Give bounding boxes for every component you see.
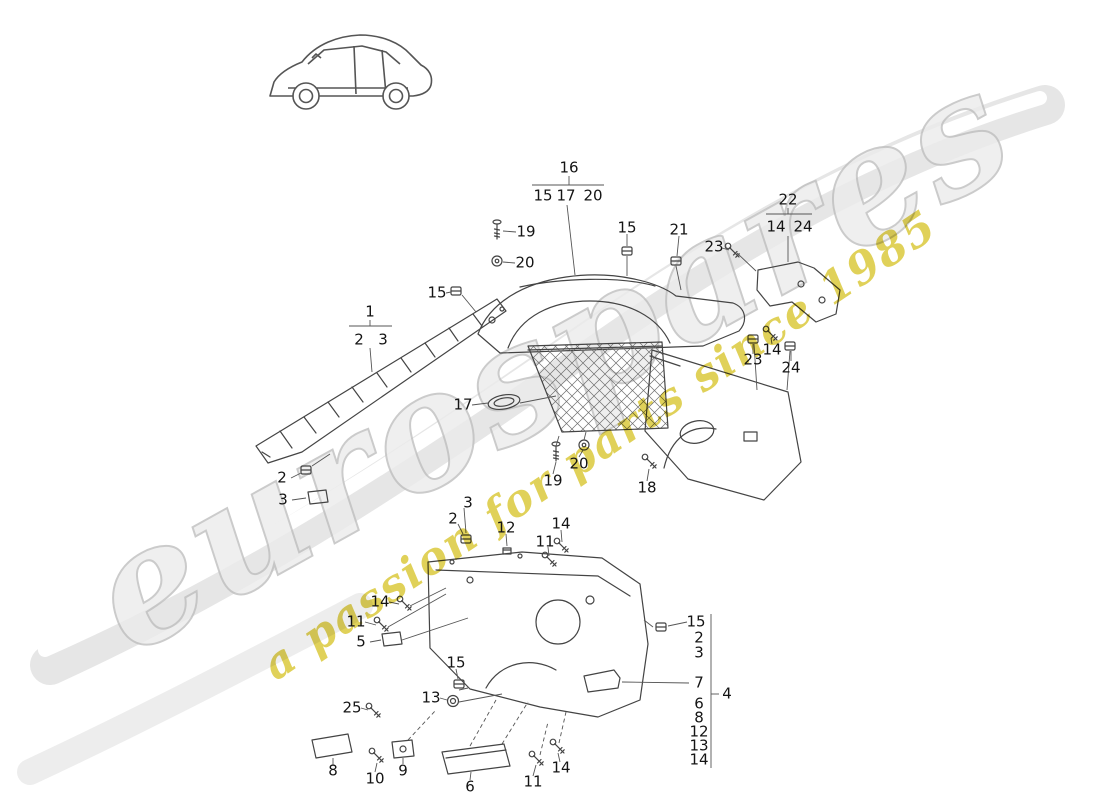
callout-5: 5 [356, 632, 366, 651]
upper-quarter-trim [477, 274, 746, 354]
callout-15: 15 [686, 612, 706, 631]
sill-trim-panel [255, 298, 507, 464]
callout-1: 1 [365, 302, 375, 321]
callout-2: 2 [277, 468, 287, 487]
callout-11: 11 [346, 612, 366, 631]
callout-20: 20 [515, 253, 535, 272]
callout-14: 14 [766, 217, 786, 236]
callout-14: 14 [689, 750, 709, 769]
callout-15: 15 [446, 653, 466, 672]
pad-part-5 [381, 631, 403, 647]
nut-icon [502, 547, 512, 555]
callout-20: 20 [583, 186, 603, 205]
callout-15: 15 [533, 186, 553, 205]
callout-24: 24 [793, 217, 813, 236]
callout-11: 11 [535, 532, 555, 551]
car-body-outline [269, 34, 433, 97]
mounting-bracket [756, 261, 841, 323]
leader-lines [290, 176, 812, 781]
callout-7: 7 [694, 673, 704, 692]
callout-14: 14 [762, 340, 782, 359]
callout-25: 25 [342, 698, 362, 717]
car-glasshouse [307, 45, 401, 65]
callout-12: 12 [689, 722, 709, 741]
callout-17: 17 [556, 186, 576, 205]
callout-19: 19 [543, 471, 563, 490]
trim-part-8 [311, 733, 353, 759]
luggage-net [527, 341, 669, 433]
callout-23: 23 [743, 350, 763, 369]
callout-19: 19 [516, 222, 536, 241]
pad-part-3-left [307, 489, 329, 505]
callout-4: 4 [722, 684, 732, 703]
cover-part-6 [441, 743, 511, 775]
callout-9: 9 [398, 761, 408, 780]
trim-part-7 [583, 669, 621, 693]
car-rear-wheel [382, 82, 410, 110]
callout-24: 24 [781, 358, 801, 377]
callout-17: 17 [453, 395, 473, 414]
callout-8: 8 [328, 761, 338, 780]
callout-21: 21 [669, 220, 689, 239]
cover-part-17 [487, 393, 521, 411]
callout-12: 12 [496, 518, 516, 537]
callout-15: 15 [427, 283, 447, 302]
callout-20: 20 [569, 454, 589, 473]
callout-2: 2 [694, 628, 704, 647]
car-thumbnail [269, 34, 433, 110]
callout-3: 3 [378, 330, 388, 349]
callout-3: 3 [694, 643, 704, 662]
callout-13: 13 [421, 688, 441, 707]
callout-2: 2 [354, 330, 364, 349]
callout-16: 16 [559, 158, 579, 177]
callout-6: 6 [694, 694, 704, 713]
lower-quarter-trim [427, 551, 649, 718]
callout-6: 6 [465, 777, 475, 796]
callout-15: 15 [617, 218, 637, 237]
callout-14: 14 [370, 592, 390, 611]
callout-8: 8 [694, 708, 704, 727]
side-trim-panel-right [644, 349, 802, 501]
callout-2: 2 [448, 509, 458, 528]
callout-11: 11 [523, 772, 543, 791]
callout-3: 3 [463, 493, 473, 512]
car-front-wheel [292, 82, 320, 110]
callout-10: 10 [365, 769, 385, 788]
callout-18: 18 [637, 478, 657, 497]
callout-14: 14 [551, 514, 571, 533]
callout-22: 22 [778, 190, 798, 209]
bracket-part-9 [391, 739, 415, 759]
callout-23: 23 [704, 237, 724, 256]
callout-13: 13 [689, 736, 709, 755]
callout-3: 3 [278, 490, 288, 509]
callout-14: 14 [551, 758, 571, 777]
